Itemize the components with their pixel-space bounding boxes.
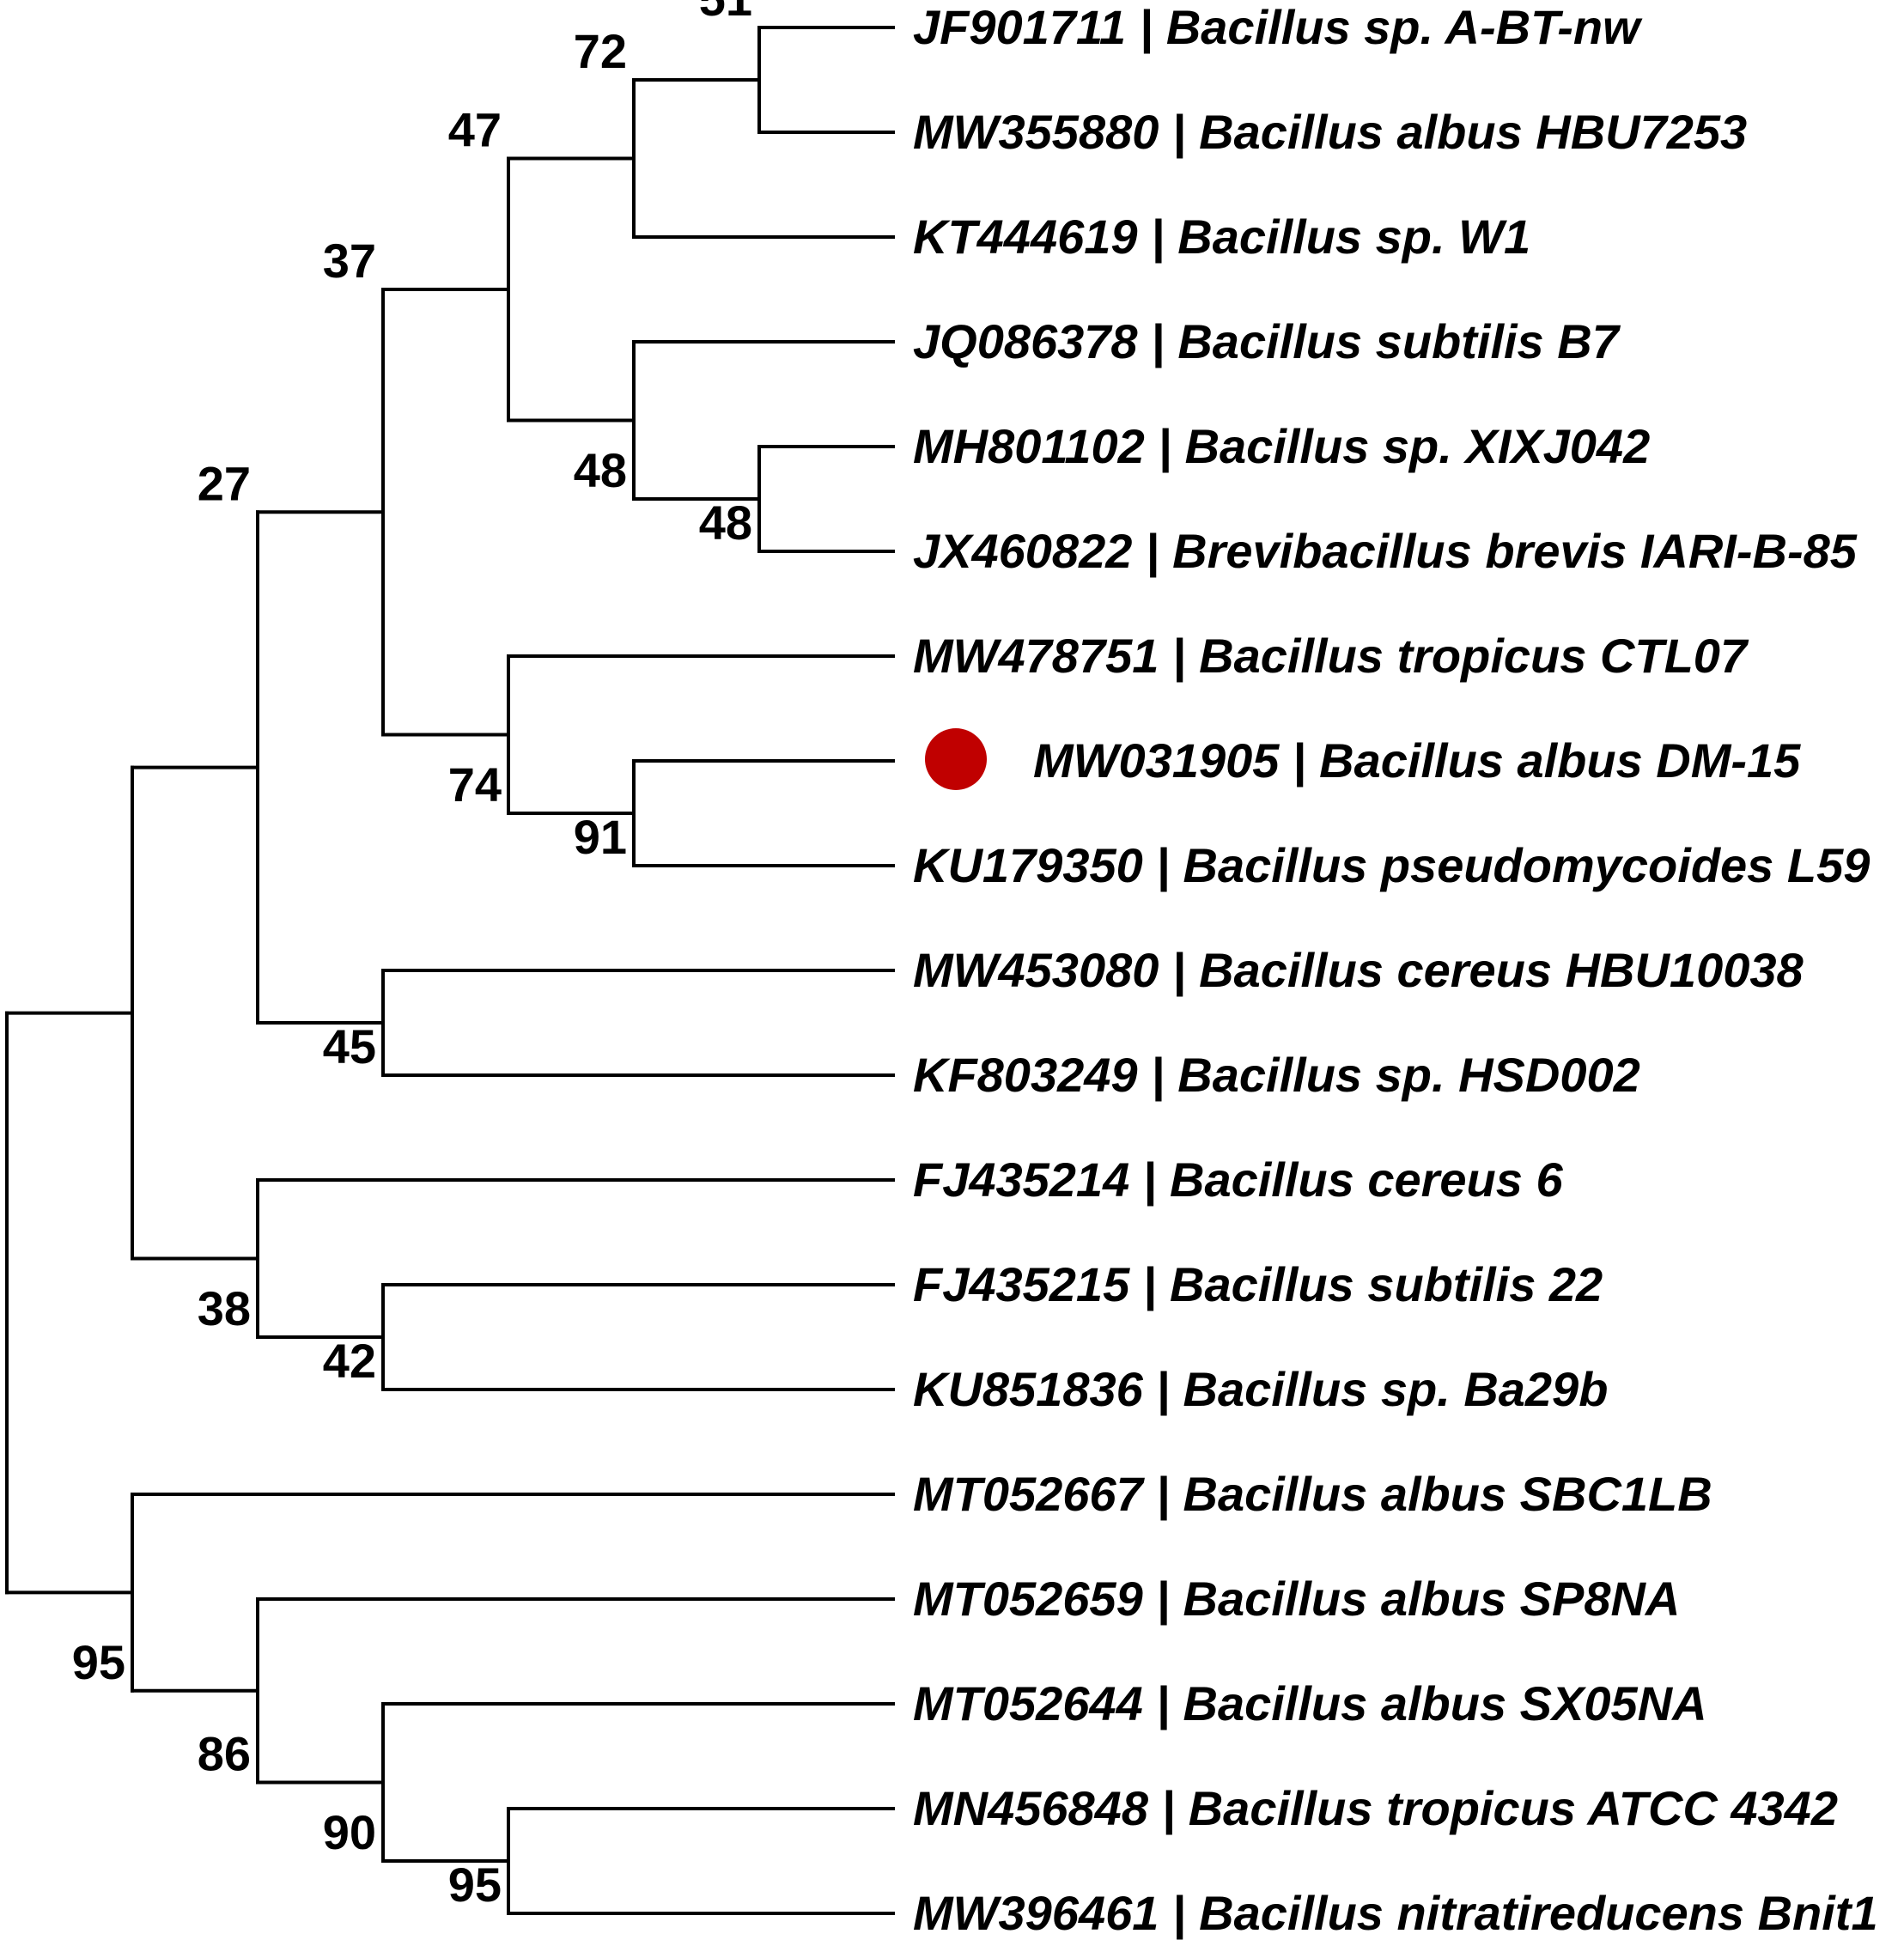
bootstrap-n345: 48 bbox=[574, 443, 627, 497]
bootstrap-nB: 37 bbox=[323, 234, 376, 288]
bootstrap-n678: 74 bbox=[448, 757, 502, 812]
leaf-label-9: MW453080 | Bacillus cereus HBU10038 bbox=[913, 943, 1804, 997]
bootstrap-n1718: 95 bbox=[448, 1858, 502, 1912]
bootstrap-n1113: 38 bbox=[198, 1281, 251, 1335]
bootstrap-n1518: 86 bbox=[198, 1727, 251, 1781]
leaf-label-13: KU851836 | Bacillus sp. Ba29b bbox=[913, 1362, 1608, 1416]
leaf-label-17: MN456848 | Bacillus tropicus ATCC 4342 bbox=[913, 1781, 1838, 1835]
bootstrap-n1618: 90 bbox=[323, 1805, 376, 1859]
leaf-label-6: MW478751 | Bacillus tropicus CTL07 bbox=[913, 629, 1749, 683]
bootstrap-n01: 51 bbox=[699, 0, 752, 26]
bootstrap-n1213: 42 bbox=[323, 1334, 376, 1388]
leaf-label-1: MW355880 | Bacillus albus HBU7253 bbox=[913, 105, 1747, 159]
tree-bootstrap-labels: 51 72 48 48 47 91 74 37 45 27 42 38 95 90 86 95 bbox=[72, 0, 752, 1912]
leaf-label-15: MT052659 | Bacillus albus SP8NA bbox=[913, 1572, 1680, 1626]
bootstrap-n78: 91 bbox=[574, 810, 627, 864]
leaf-label-5: JX460822 | Brevibacillus brevis IARI-B-8… bbox=[913, 524, 1858, 578]
leaf-label-3: JQ086378 | Bacillus subtilis B7 bbox=[913, 314, 1621, 368]
leaf-label-18: MW396461 | Bacillus nitratireducens Bnit… bbox=[913, 1886, 1878, 1940]
leaf-label-14: MT052667 | Bacillus albus SBC1LB bbox=[913, 1467, 1712, 1521]
leaf-label-16: MT052644 | Bacillus albus SX05NA bbox=[913, 1676, 1707, 1730]
bootstrap-n45: 48 bbox=[699, 496, 752, 550]
tree-branches bbox=[5, 26, 895, 1915]
leaf-label-12: FJ435215 | Bacillus subtilis 22 bbox=[913, 1257, 1603, 1311]
bootstrap-nC: 27 bbox=[198, 456, 251, 510]
leaf-label-11: FJ435214 | Bacillus cereus 6 bbox=[913, 1152, 1563, 1207]
bootstrap-nA: 47 bbox=[448, 103, 502, 157]
leaf-label-10: KF803249 | Bacillus sp. HSD002 bbox=[913, 1048, 1640, 1102]
tree-markers bbox=[925, 728, 987, 790]
bootstrap-n1418: 95 bbox=[72, 1635, 125, 1689]
leaf-label-2: KT444619 | Bacillus sp. W1 bbox=[913, 210, 1530, 264]
bootstrap-n012: 72 bbox=[574, 24, 627, 78]
leaf-label-8: KU179350 | Bacillus pseudomycoides L59 bbox=[913, 838, 1870, 892]
bootstrap-n910: 45 bbox=[323, 1019, 376, 1073]
tree-leaf-labels: JF901711 | Bacillus sp. A-BT-nwMW355880 … bbox=[913, 0, 1878, 1940]
leaf-label-4: MH801102 | Bacillus sp. XIXJ042 bbox=[913, 419, 1650, 473]
leaf-label-0: JF901711 | Bacillus sp. A-BT-nw bbox=[913, 0, 1643, 54]
highlight-dot-icon bbox=[925, 728, 987, 790]
leaf-label-7: MW031905 | Bacillus albus DM-15 bbox=[1033, 733, 1801, 788]
